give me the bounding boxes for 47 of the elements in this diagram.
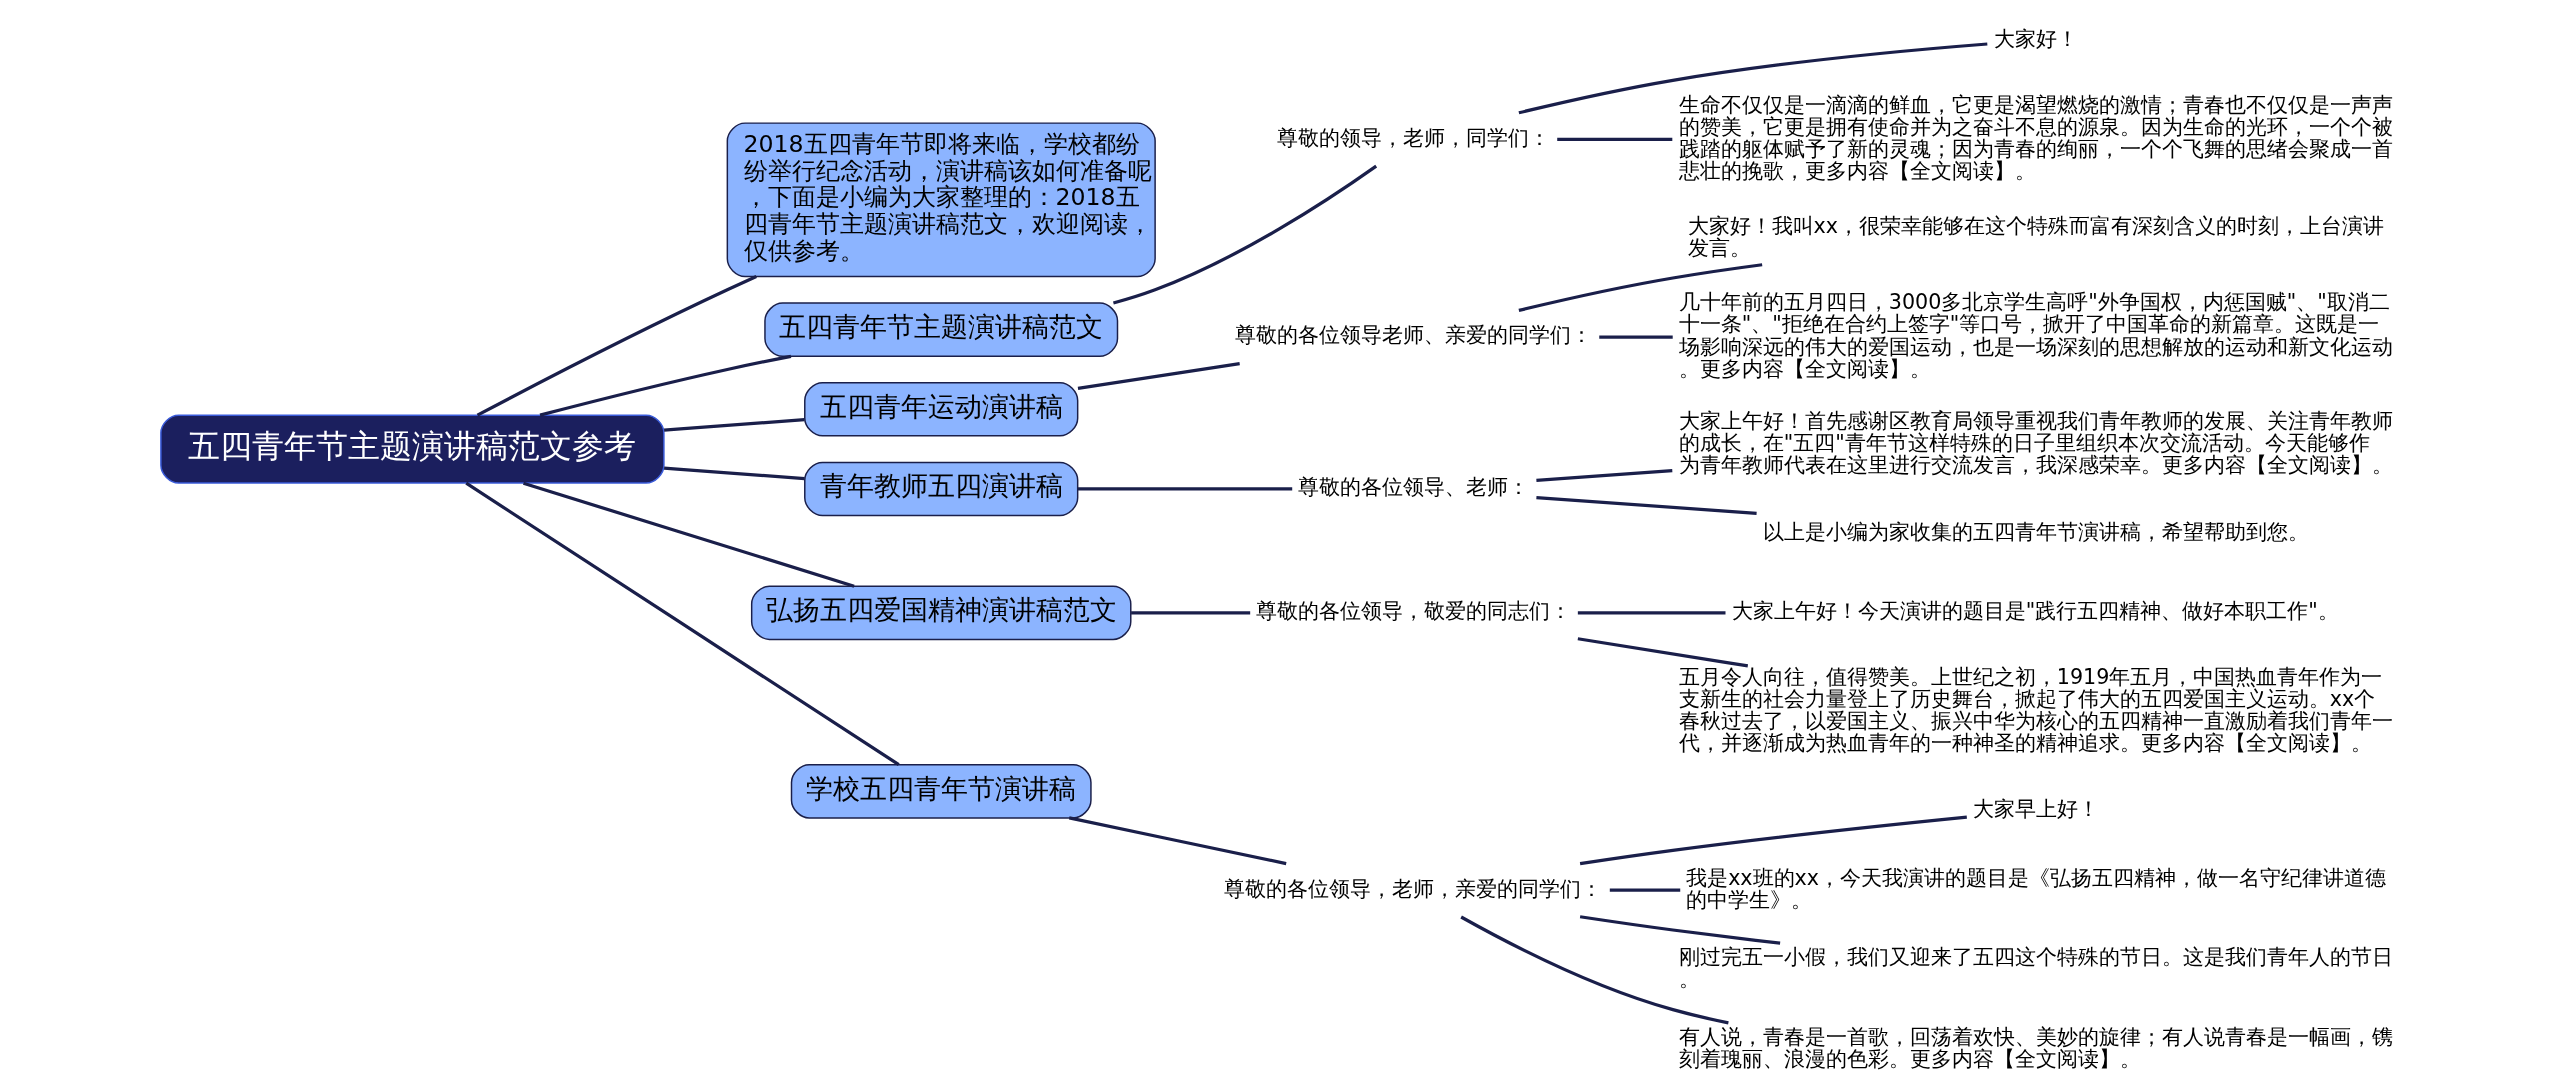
- connector: [1577, 611, 1725, 615]
- node-text: 生命不仅仅是一滴滴的鲜血，它更是渴望燃烧的激情；青春也不仅仅是一声声的赞美，它更是拥有使命并为之奋斗不息的源泉。因为生命的光环，一个个被践踏的躯体赋予了新的灵魂；因为青春的绚丽，一个个飞舞的思绪会聚成一首悲壮的挽歌，更多内容【全文阅读】。: [1678, 92, 2393, 183]
- node-text: 尊敬的各位领导老师、亲爱的同学们：: [1234, 323, 1592, 348]
- node-text: 大家好！: [1993, 26, 2078, 51]
- node-text: 大家早上好！: [1972, 796, 2099, 821]
- node-text: 以上是小编为家收集的五四青年节演讲稿，希望帮助到您。: [1762, 519, 2309, 544]
- node-text: 几十年前的五月四日，3000多北京学生高呼"外争国权，内惩国贼"、"取消二十一条"、"拒绝在合约上签字"等口号，掀开了中国革命的新篇章。这既是一场影响深远的伟大的爱国运动，也是一场深刻的思想解放的运动和新文化运动。更多内容【全文阅读】。: [1678, 290, 2393, 381]
- connector: [1077, 362, 1240, 391]
- node-text: 刚过完五一小假，我们又迎来了五四这个特殊的节日。这是我们青年人的节日。: [1678, 945, 2393, 992]
- node-text: 五月令人向往，值得赞美。上世纪之初，1919年五月，中国热血青年作为一支新生的社会力量登上了历史舞台，掀起了伟大的五四爱国主义运动。xx个春秋过去了，以爱国主义、振兴中华为核心的五四精神一直激励着我们青年一代，并逐渐成为热血青年的一种神圣的精神追求。更多内容【全文阅读】。: [1678, 664, 2393, 756]
- node-text: 有人说，青春是一首歌，回荡着欢快、美妙的旋律；有人说青春是一幅画，镌刻着瑰丽、浪漫的色彩。更多内容【全文阅读】。: [1678, 1024, 2393, 1071]
- connector: [1579, 915, 1780, 945]
- node-text: 尊敬的各位领导，老师，亲爱的同学们：: [1223, 876, 1602, 901]
- connector: [1077, 487, 1292, 491]
- connector: [1518, 42, 1987, 115]
- node-text: 大家好！我叫xx，很荣幸能够在这个特殊而富有深刻含义的时刻，上台演讲发言。: [1687, 213, 2384, 260]
- connector: [1535, 468, 1672, 482]
- connector: [1577, 637, 1748, 668]
- connector: [1535, 495, 1757, 515]
- node-box: 五四青年运动演讲稿: [803, 382, 1078, 437]
- node-box: 2018五四青年节即将来临，学校都纷纷举行纪念活动，演讲稿该如何准备呢，下面是小编为大家整理的：2018五四青年节主题演讲稿范文，欢迎阅读，仅供参考。: [726, 122, 1156, 278]
- connector: [522, 481, 855, 588]
- connector: [1556, 137, 1672, 141]
- connector: [663, 466, 805, 481]
- connector: [476, 275, 757, 417]
- connector: [1609, 888, 1680, 892]
- node-text: 我是xx班的xx，今天我演讲的题目是《弘扬五四精神，做一名守纪律讲道德的中学生》。: [1685, 865, 2386, 912]
- node-box: 五四青年节主题演讲稿范文: [763, 302, 1118, 357]
- connector: [1459, 915, 1729, 1025]
- node-text: 尊敬的各位领导，敬爱的同志们：: [1255, 599, 1571, 624]
- connector: [464, 481, 900, 767]
- connector: [1130, 611, 1250, 615]
- node-box: 弘扬五四爱国精神演讲稿范文: [750, 585, 1131, 641]
- connector: [539, 354, 791, 417]
- node-text: 尊敬的各位领导、老师：: [1297, 475, 1529, 500]
- node-text: 尊敬的领导，老师，同学们：: [1276, 125, 1550, 150]
- node-box: 学校五四青年节演讲稿: [790, 764, 1092, 819]
- connector: [1598, 335, 1673, 339]
- connector: [1579, 815, 1967, 866]
- connector: [1112, 164, 1377, 305]
- connector: [1068, 816, 1286, 866]
- node-box: 青年教师五四演讲稿: [803, 461, 1078, 517]
- node-text: 大家上午好！首先感谢区教育局领导重视我们青年教师的发展、关注青年教师的成长，在"五四"青年节这样特殊的日子里组织本次交流活动。今天能够作为青年教师代表在这里进行交流发言，我深感荣幸。更多内容【全文阅读】。: [1678, 409, 2393, 478]
- node-box: 五四青年节主题演讲稿范文参考: [159, 414, 665, 484]
- connector: [663, 417, 805, 432]
- connector: [1518, 263, 1762, 312]
- node-text: 大家上午好！今天演讲的题目是"践行五四精神、做好本职工作"。: [1731, 599, 2339, 624]
